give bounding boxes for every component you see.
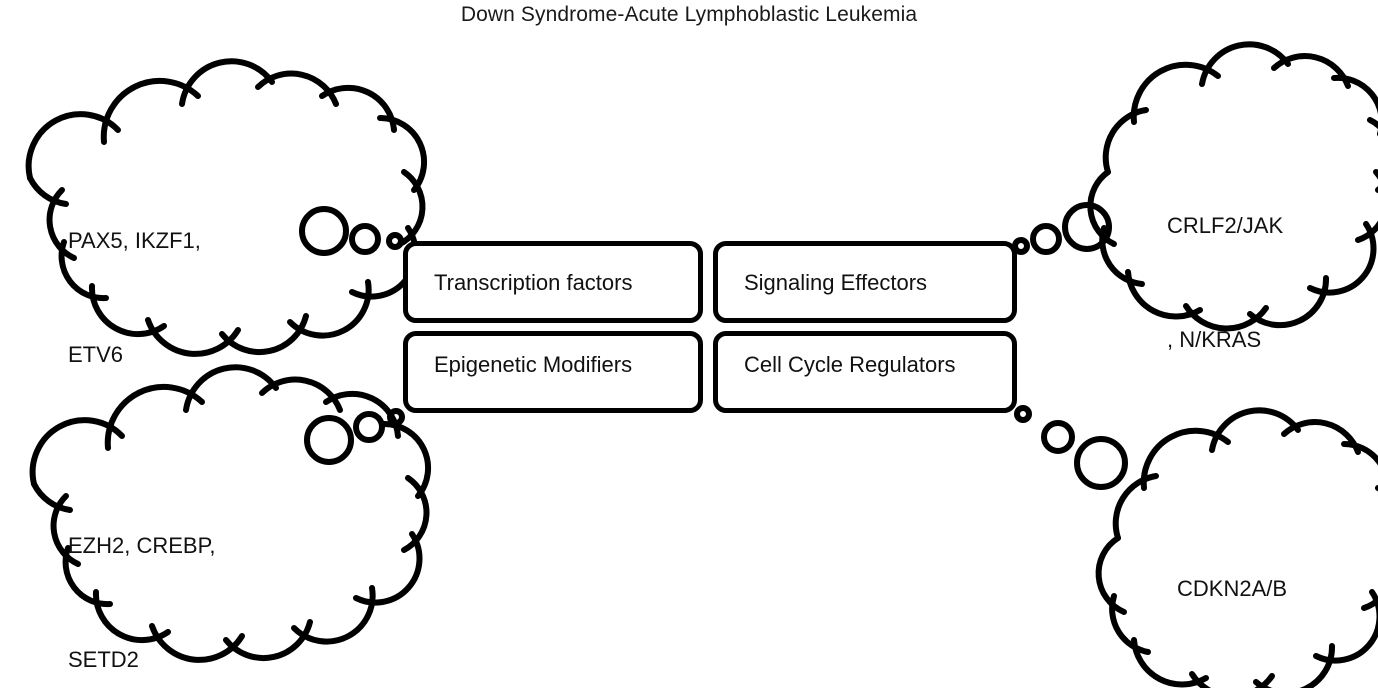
thought-trail-bottom-left: [304, 408, 405, 465]
box-signaling-effectors[interactable]: Signaling Effectors: [713, 241, 1017, 323]
cloud-label-top-left-line2: ETV6: [68, 342, 124, 367]
thought-trail-bottom-right: [1014, 405, 1128, 490]
cloud-label-bottom-right-line2: , RB1: [1177, 684, 1287, 688]
cloud-label-bottom-left: EZH2, CREBP, SETD2: [68, 451, 216, 688]
cloud-label-top-right-line2: , N/KRAS: [1167, 327, 1262, 352]
box-transcription-factors-label: Transcription factors: [434, 270, 633, 295]
cloud-label-top-right-line1: CRLF2/JAK: [1167, 213, 1284, 238]
box-epigenetic-modifiers-label: Epigenetic Modifiers: [434, 352, 633, 377]
cloud-label-bottom-right: CDKN2A/B , RB1: [1177, 494, 1287, 688]
page-title: Down Syndrome-Acute Lymphoblastic Leukem…: [460, 3, 918, 26]
thought-trail-top-left: [299, 206, 404, 256]
box-signaling-effectors-label: Signaling Effectors: [744, 270, 928, 295]
box-transcription-factors[interactable]: Transcription factors: [403, 241, 703, 323]
box-cell-cycle-regulators[interactable]: Cell Cycle Regulators: [713, 331, 1017, 413]
box-epigenetic-modifiers[interactable]: Epigenetic Modifiers: [403, 331, 703, 413]
cloud-label-bottom-right-line1: CDKN2A/B: [1177, 576, 1288, 601]
thought-trail-top-right: [1012, 202, 1112, 255]
cloud-label-bottom-left-line1: EZH2, CREBP,: [68, 533, 216, 558]
cloud-label-top-left-line1: PAX5, IKZF1,: [68, 228, 201, 253]
cloud-label-top-right: CRLF2/JAK , N/KRAS: [1167, 131, 1283, 435]
cloud-label-bottom-left-line2: SETD2: [68, 647, 139, 672]
box-cell-cycle-regulators-label: Cell Cycle Regulators: [744, 352, 956, 377]
cloud-label-top-left: PAX5, IKZF1, ETV6: [68, 146, 201, 450]
